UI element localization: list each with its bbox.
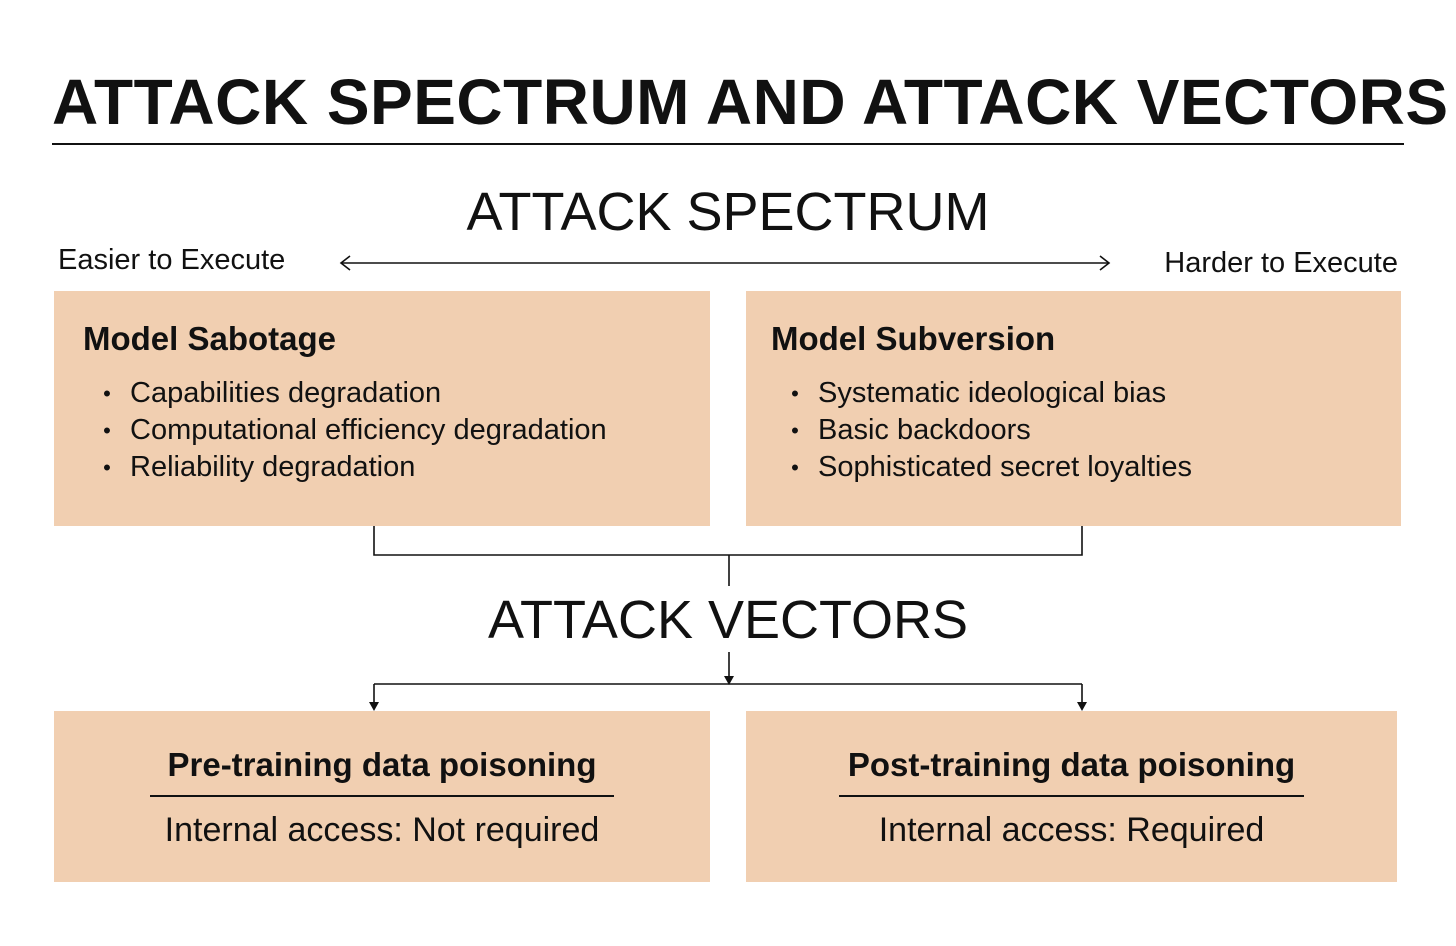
list-item: • Sophisticated secret loyalties (788, 449, 1192, 486)
model-sabotage-heading: Model Sabotage (83, 320, 337, 357)
bullet-icon: • (103, 418, 111, 443)
list-item: • Basic backdoors (788, 412, 1192, 449)
list-item: • Systematic ideological bias (788, 375, 1192, 412)
spectrum-arrow-left-head (339, 255, 351, 271)
bullet-icon: • (791, 455, 799, 480)
list-item-text: Basic backdoors (818, 414, 1031, 446)
model-sabotage-box: Model Sabotage • Capabilities degradation… (54, 291, 710, 526)
vectors-stem-arrowhead (724, 676, 734, 685)
post-training-heading: Post-training data poisoning (847, 746, 1296, 783)
list-item-text: Capabilities degradation (130, 377, 442, 409)
pre-training-heading: Pre-training data poisoning (167, 746, 597, 783)
list-item-text: Systematic ideological bias (818, 377, 1167, 409)
list-item-text: Computational efficiency degradation (130, 414, 607, 446)
list-item-text: Reliability degradation (130, 451, 416, 483)
spectrum-arrow-right-head (1099, 255, 1111, 271)
right-drop-arrowhead (1077, 702, 1087, 711)
model-sabotage-list: • Capabilities degradation • Computational… (100, 375, 607, 486)
bullet-icon: • (103, 381, 111, 406)
title-divider (52, 143, 1404, 145)
model-subversion-box: Model Subversion • Systematic ideological… (746, 291, 1401, 526)
list-item-text: Sophisticated secret loyalties (818, 451, 1192, 483)
pre-training-divider (150, 795, 614, 797)
bullet-icon: • (103, 455, 111, 480)
vectors-title: ATTACK VECTORS (487, 590, 969, 650)
post-training-divider (839, 795, 1304, 797)
list-item: • Computational efficiency degradation (100, 412, 607, 449)
list-item: • Reliability degradation (100, 449, 607, 486)
easier-label: Easier to Execute (58, 244, 286, 276)
model-subversion-list: • Systematic ideological bias • Basic back… (788, 375, 1192, 486)
pre-training-access: Internal access: Not required (164, 811, 600, 849)
post-training-box: Post-training data poisoning Internal ac… (746, 711, 1397, 882)
model-subversion-heading: Model Subversion (771, 320, 1056, 357)
left-drop-arrowhead (369, 702, 379, 711)
bullet-icon: • (791, 418, 799, 443)
bullet-icon: • (791, 381, 799, 406)
page-title: ATTACK SPECTRUM AND ATTACK VECTORS (52, 66, 1449, 138)
list-item: • Capabilities degradation (100, 375, 607, 412)
merge-bracket (373, 526, 1083, 556)
harder-label: Harder to Execute (1164, 247, 1398, 279)
pre-training-box: Pre-training data poisoning Internal acc… (54, 711, 710, 882)
post-training-access: Internal access: Required (878, 811, 1265, 849)
spectrum-title: ATTACK SPECTRUM (466, 182, 990, 242)
